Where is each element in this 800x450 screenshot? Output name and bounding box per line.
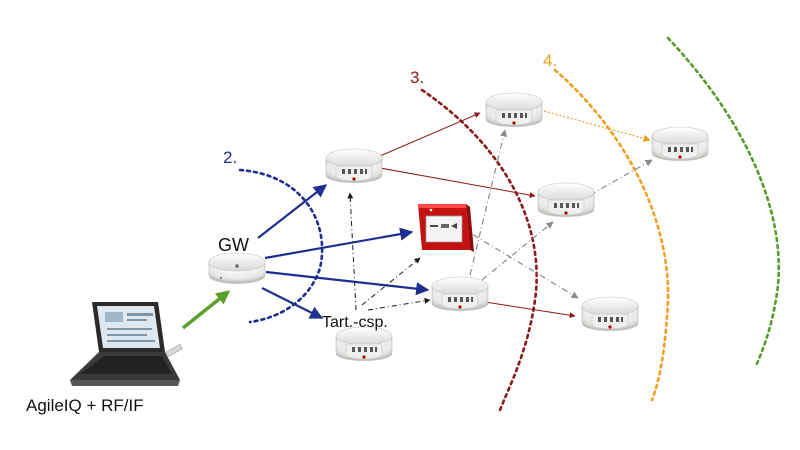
link-gw-det4 — [265, 270, 430, 296]
zone-4-label: 4. — [543, 51, 557, 70]
links — [181, 109, 653, 330]
zone-4-arc — [553, 68, 670, 402]
link-det4-det6 — [484, 301, 576, 319]
smoke-detector-icon — [485, 92, 543, 128]
link-gw-repeater — [261, 287, 324, 319]
zone-arcs — [238, 36, 781, 412]
link-det1-det5 — [379, 167, 536, 198]
laptop-label: AgileIQ + RF/IF — [26, 396, 144, 415]
link-det4-det2 — [469, 129, 507, 276]
gateway-device-icon — [208, 252, 266, 284]
link-gw-callpoint — [264, 227, 414, 260]
zone-3-arc — [420, 88, 538, 412]
zone-5-arc — [666, 36, 781, 368]
manual-call-point-icon — [418, 204, 474, 252]
zone-2-arc — [238, 168, 324, 324]
zone-3-label: 3. — [410, 68, 424, 87]
repeater-label: Tart.-csp. — [322, 314, 388, 331]
smoke-detector-icon — [651, 126, 709, 162]
link-det2-det3 — [539, 109, 651, 142]
gateway-label: GW — [218, 235, 249, 255]
link-det5-det3 — [589, 159, 653, 196]
zone-2-label: 2. — [223, 148, 237, 167]
smoke-detector-icon — [431, 276, 489, 312]
smoke-detector-icon — [537, 182, 595, 218]
link-rep-callpoint — [361, 257, 421, 306]
link-rep-det4 — [367, 297, 431, 311]
smoke-detector-icon — [335, 326, 393, 362]
link-gw-det1 — [257, 184, 328, 239]
smoke-detector-icon — [325, 148, 383, 184]
link-det4-det5 — [481, 221, 554, 281]
link-callpoint-det6 — [461, 227, 579, 299]
link-rep-det1 — [347, 192, 357, 311]
link-det1-det2 — [379, 112, 481, 157]
smoke-detector-icon — [581, 296, 639, 332]
laptop-icon — [70, 302, 183, 386]
link-laptop-gw — [181, 290, 231, 330]
